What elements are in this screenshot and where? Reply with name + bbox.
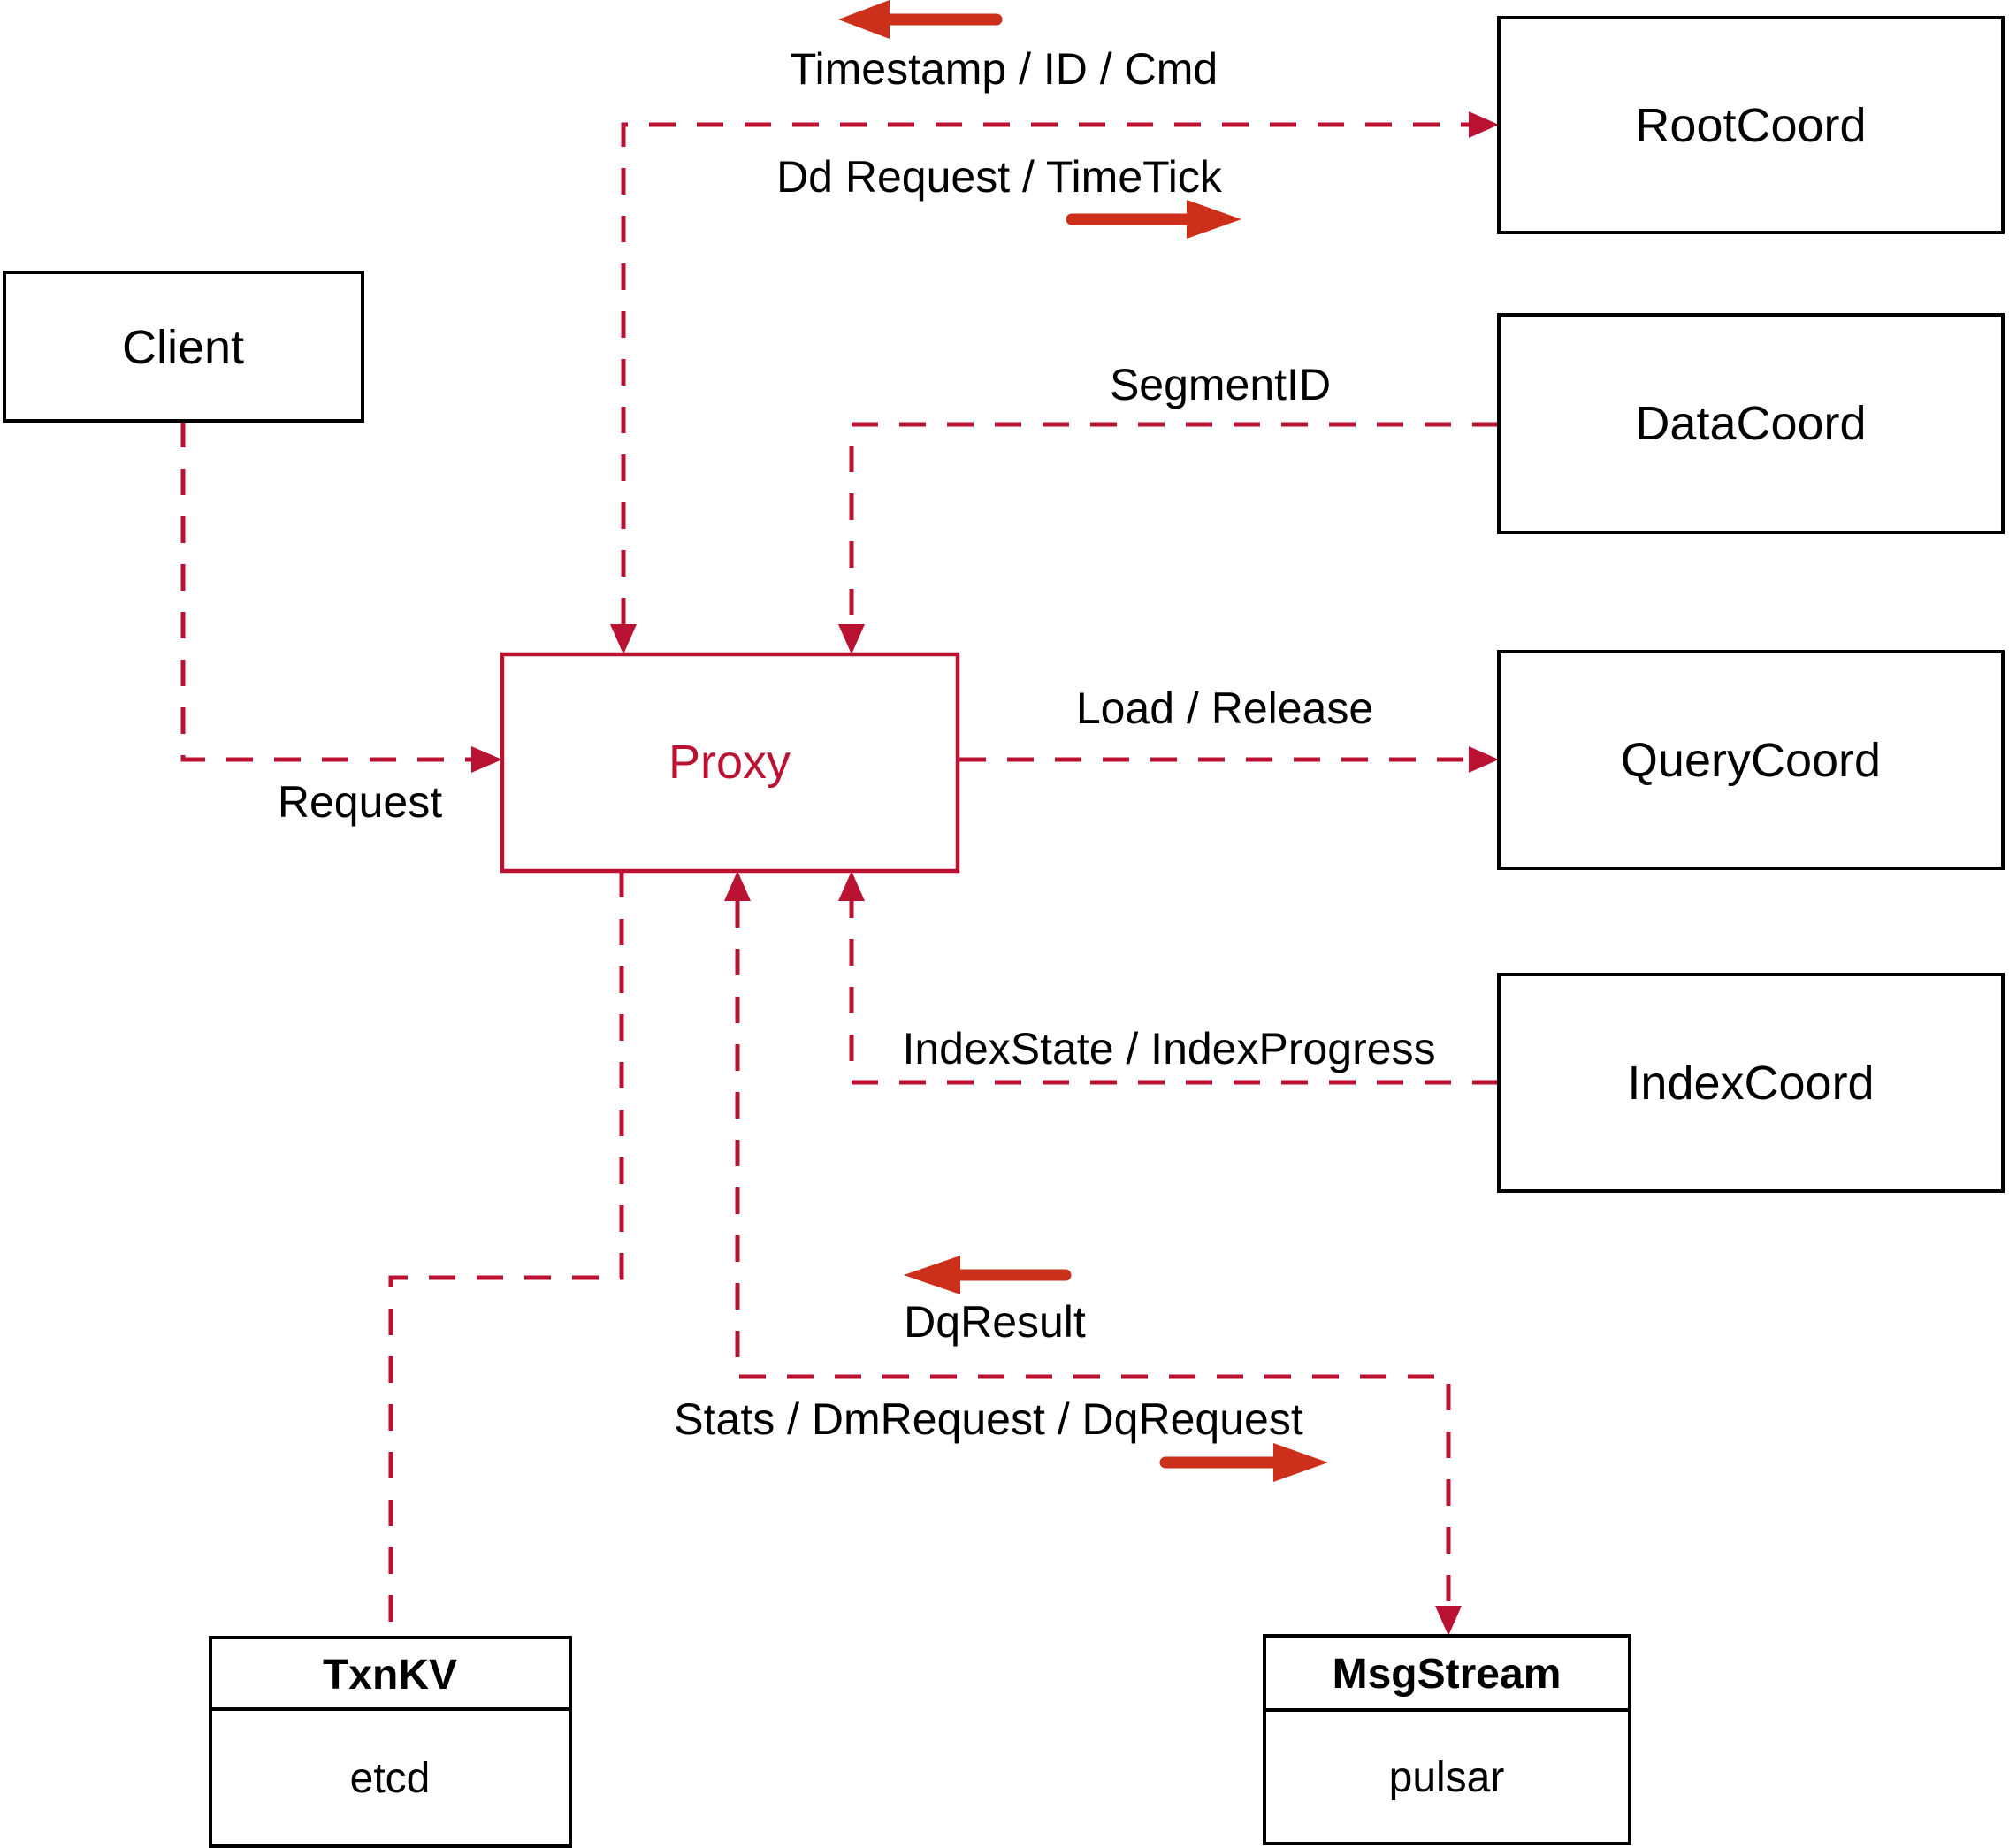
- edge-label-dd-request-timetick: Dd Request / TimeTick: [776, 152, 1223, 202]
- edge-indexcoord-proxy: [838, 871, 1499, 1085]
- right-arrow-icon: [1066, 200, 1241, 239]
- arrowhead-icon: [838, 624, 865, 654]
- right-arrow-icon: [1159, 1443, 1328, 1482]
- txnkv-store: TxnKV etcd: [209, 1636, 572, 1848]
- txnkv-store-title: TxnKV: [323, 1652, 457, 1699]
- left-arrow-icon: [838, 0, 1003, 39]
- arrowhead-icon: [1435, 1606, 1462, 1636]
- arrowhead-icon: [610, 624, 637, 654]
- msgstream-store-body: pulsar: [1389, 1754, 1505, 1801]
- edge-proxy-txnkv: [388, 871, 624, 1636]
- edge-datacoord-proxy: [838, 422, 1499, 654]
- rootcoord-node: RootCoord: [1497, 16, 2005, 234]
- edge-proxy-msgstream: [724, 871, 1462, 1636]
- querycoord-node-label: QueryCoord: [1621, 734, 1881, 787]
- edge-proxy-querycoord: [959, 746, 1499, 773]
- arrowhead-icon: [471, 746, 502, 773]
- edge-label-timestamp-id-cmd: Timestamp / ID / Cmd: [790, 44, 1218, 94]
- edge-proxy-rootcoord: [610, 111, 1499, 654]
- querycoord-node: QueryCoord: [1497, 650, 2005, 870]
- arrowhead-icon: [724, 871, 751, 901]
- edge-client-proxy: [180, 421, 502, 773]
- indexcoord-node-label: IndexCoord: [1627, 1057, 1874, 1110]
- edge-label-stats-dm-dq: Stats / DmRequest / DqRequest: [674, 1394, 1303, 1444]
- proxy-node: Proxy: [500, 652, 960, 874]
- edge-label-request: Request: [278, 777, 442, 827]
- rootcoord-node-label: RootCoord: [1635, 99, 1866, 152]
- client-node-label: Client: [122, 321, 244, 374]
- arrowhead-icon: [1469, 746, 1499, 773]
- edge-label-index-state-progress: IndexState / IndexProgress: [902, 1024, 1435, 1073]
- arrowhead-icon: [838, 871, 865, 901]
- edge-label-segment-id: SegmentID: [1110, 360, 1331, 409]
- arrowhead-icon: [1469, 111, 1499, 138]
- datacoord-node-label: DataCoord: [1635, 397, 1866, 450]
- indexcoord-node: IndexCoord: [1497, 973, 2005, 1193]
- client-node: Client: [3, 271, 364, 423]
- proxy-node-label: Proxy: [668, 736, 791, 789]
- datacoord-node: DataCoord: [1497, 313, 2005, 534]
- txnkv-store-body: etcd: [350, 1755, 431, 1802]
- msgstream-store-title: MsgStream: [1333, 1651, 1562, 1698]
- msgstream-store: MsgStream pulsar: [1263, 1634, 1631, 1845]
- edge-label-dq-result: DqResult: [904, 1297, 1086, 1347]
- left-arrow-icon: [904, 1256, 1072, 1294]
- edge-label-load-release: Load / Release: [1076, 683, 1373, 733]
